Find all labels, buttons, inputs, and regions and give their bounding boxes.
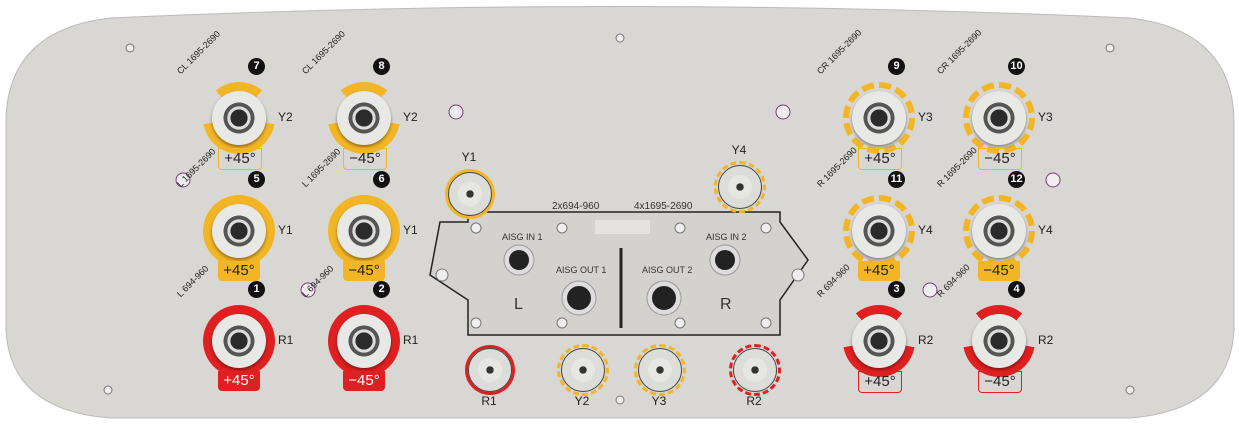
dial-label: Y4 [731,143,747,157]
polarization-label: +45° [858,371,902,393]
rf-port-1[interactable]: 1 L 694-960 R1 +45° [175,264,294,395]
rf-port-3[interactable]: 3 R 694-960 R2 +45° [815,262,934,395]
side-right-label: R [720,296,732,313]
connector-4.3-10[interactable] [337,204,391,258]
ret-tag: Y3 [1038,110,1053,124]
dial-knob[interactable] [729,344,781,396]
polarization-label: −45° [343,261,385,281]
ret-tag: R2 [1038,333,1054,347]
color-ring [843,82,915,154]
aisg-out-2-label: AISG OUT 2 [642,265,693,275]
band-label-left: 2x694-960 [552,201,600,212]
port-number: 7 [248,58,265,75]
rf-port-5[interactable]: 5 L 1695-2690 Y1 +45° [175,146,293,285]
connector-4.3-10[interactable] [972,314,1026,368]
port-number: 3 [888,281,905,298]
connector-4.3-10[interactable] [212,204,266,258]
ret-tag: Y4 [1038,223,1053,237]
band-label-right: 4x1695-2690 [634,201,693,212]
connector-4.3-10[interactable] [852,314,906,368]
ret-tag: R1 [278,333,294,347]
connector-4.3-10[interactable] [337,91,391,145]
port-number: 4 [1008,281,1025,298]
port-number: 11 [888,171,905,188]
dial-knob[interactable] [714,161,766,213]
dial-knob[interactable] [448,172,492,216]
dial-label: R1 [481,394,497,408]
dial-knob[interactable] [634,344,686,396]
ret-tag: Y2 [403,110,418,124]
ret-tag: Y3 [918,110,933,124]
polarization-label: −45° [343,148,387,170]
connector-4.3-10[interactable] [852,204,906,258]
port-number: 12 [1008,171,1025,188]
port-number: 10 [1008,58,1025,75]
port-number: 6 [373,171,390,188]
connector-4.3-10[interactable] [972,204,1026,258]
dial-label: R2 [746,394,762,408]
rf-port-10[interactable]: 10 CR 1695-2690 Y3 −45° [935,28,1053,172]
port-number: 1 [248,281,265,298]
polarization-label: −45° [978,148,1022,170]
rf-port-4[interactable]: 4 R 694-960 R2 −45° [935,262,1054,395]
polarization-label: −45° [978,371,1022,393]
connector-4.3-10[interactable] [212,314,266,368]
port-number: 2 [373,281,390,298]
side-left-label: L [514,296,523,313]
ret-tag: R2 [918,333,934,347]
dial-label: Y1 [461,150,477,164]
polarization-label: +45° [218,148,262,170]
connector-4.3-10[interactable] [212,91,266,145]
aisg-in-1-label: AISG IN 1 [502,232,543,242]
rf-port-12[interactable]: 12 R 1695-2690 Y4 −45° [935,145,1053,285]
port-number: 5 [248,171,265,188]
rf-port-9[interactable]: 9 CR 1695-2690 Y3 +45° [815,28,933,172]
polarization-label: −45° [343,371,385,391]
rf-port-8[interactable]: 8 CL 1695-2690 Y2 −45° [300,29,418,172]
connector-4.3-10[interactable] [852,91,906,145]
port-number: 8 [373,58,390,75]
rf-port-11[interactable]: 11 R 1695-2690 Y4 +45° [815,145,933,285]
ret-tag: Y1 [278,223,293,237]
dial-knob[interactable] [468,348,512,392]
color-ring [963,82,1035,154]
dial-label: Y3 [651,394,667,408]
polarization-label: −45° [978,261,1020,281]
ret-tag: Y2 [278,110,293,124]
port-number: 9 [888,58,905,75]
dial-label: Y2 [574,394,590,408]
ret-tag: Y1 [403,223,418,237]
rf-port-7[interactable]: 7 CL 1695-2690 Y2 +45° [175,29,293,172]
dial-knob[interactable] [557,344,609,396]
rf-port-2[interactable]: 2 L 694-960 R1 −45° [300,264,419,395]
ret-tag: R1 [403,333,419,347]
polarization-label: +45° [218,371,260,391]
connector-4.3-10[interactable] [337,314,391,368]
aisg-connectors [503,244,741,316]
ret-tag: Y4 [918,223,933,237]
rf-port-6[interactable]: 6 L 1695-2690 Y1 −45° [300,146,418,285]
aisg-out-1-label: AISG OUT 1 [556,265,607,275]
polarization-label: +45° [218,261,260,281]
aisg-in-2-label: AISG IN 2 [706,232,747,242]
polarization-label: +45° [858,148,902,170]
connector-4.3-10[interactable] [972,91,1026,145]
polarization-label: +45° [858,261,900,281]
